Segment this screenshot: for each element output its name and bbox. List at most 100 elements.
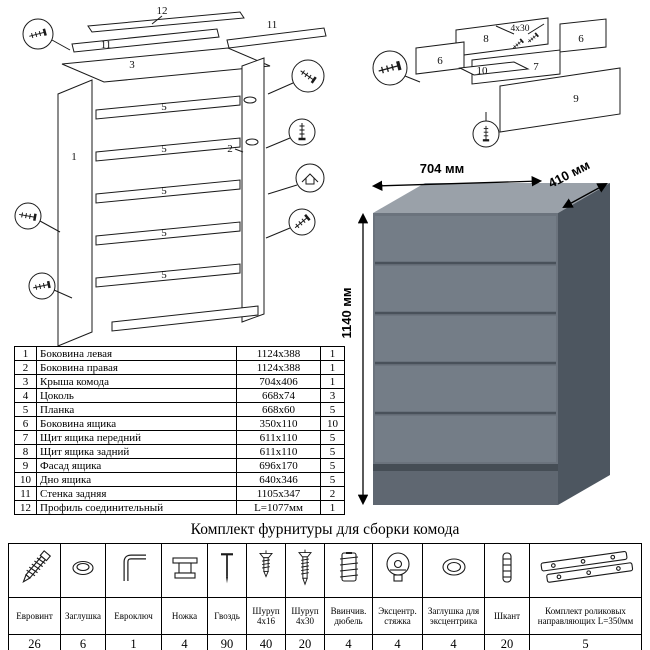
hardware-item-label: Ввинчив. дюбель bbox=[324, 597, 373, 635]
parts-table-row: 8 Щит ящика задний 611x110 5 bbox=[14, 444, 345, 459]
hardware-icon-cell bbox=[8, 543, 61, 598]
drawer-bottom-part bbox=[458, 61, 530, 76]
part-number: 6 bbox=[14, 416, 37, 431]
part-number: 2 bbox=[14, 360, 37, 375]
depth-dimension-arrow bbox=[562, 183, 608, 208]
hardware-icon-cell bbox=[422, 543, 485, 598]
connector-mark bbox=[245, 138, 259, 146]
part-number: 4 bbox=[14, 388, 37, 403]
nail-icon bbox=[221, 553, 233, 584]
main-assembly-diagram: 12 11 11 3 1 2 5 5 5 5 5 bbox=[14, 5, 327, 346]
rail-part bbox=[95, 221, 241, 246]
part-name: Планка bbox=[36, 402, 237, 417]
drawer-front bbox=[375, 316, 556, 362]
dresser-render: 704 мм 410 мм 1140 мм bbox=[339, 158, 610, 506]
parts-table: 1 Боковина левая 1124x388 1 2 Боковина п… bbox=[14, 346, 345, 515]
part-name: Профиль соединительный bbox=[36, 500, 237, 515]
hardware-icons-row bbox=[8, 543, 642, 598]
hardware-item-qty: 1 bbox=[105, 634, 162, 650]
part-qty: 5 bbox=[320, 430, 345, 445]
part-label: 1 bbox=[71, 151, 77, 163]
furniture-leg-icon bbox=[171, 557, 198, 579]
part-qty: 2 bbox=[320, 486, 345, 501]
part-label: 5 bbox=[161, 269, 167, 281]
callout-circle bbox=[295, 163, 325, 193]
parts-table-row: 6 Боковина ящика 350x110 10 bbox=[14, 416, 345, 431]
hardware-table: Евровинт Заглушка Евроключ Ножка Гвоздь … bbox=[8, 543, 642, 650]
part-name: Стенка задняя bbox=[36, 486, 237, 501]
hex-key-icon bbox=[123, 554, 146, 581]
hardware-item-label: Шуруп 4х30 bbox=[285, 597, 325, 635]
hardware-item-label: Евроключ bbox=[105, 597, 162, 635]
plinth-part bbox=[111, 305, 259, 332]
part-qty: 1 bbox=[320, 346, 345, 361]
part-name: Дно ящика bbox=[36, 472, 237, 487]
parts-table-row: 12 Профиль соединительный L=1077мм 1 bbox=[14, 500, 345, 515]
part-size: 1105x347 bbox=[236, 486, 321, 501]
plinth bbox=[373, 471, 558, 505]
hardware-item-label: Евровинт bbox=[8, 597, 61, 635]
hardware-item-label: Заглушка bbox=[60, 597, 106, 635]
part-label: 10 bbox=[477, 65, 489, 77]
drawer-front bbox=[375, 216, 556, 262]
hardware-item-label: Заглушка для эксцентрика bbox=[422, 597, 485, 635]
part-number: 5 bbox=[14, 402, 37, 417]
hardware-icon-cell bbox=[161, 543, 208, 598]
part-name: Крыша комода bbox=[36, 374, 237, 389]
hardware-qty-row: 26 6 1 4 90 40 20 4 4 4 20 5 bbox=[8, 634, 642, 650]
part-size: 696x170 bbox=[236, 458, 321, 473]
hardware-kit-title: Комплект фурнитуры для сборки комода bbox=[190, 521, 460, 538]
hardware-item-qty: 4 bbox=[422, 634, 485, 650]
part-label: 11 bbox=[101, 39, 112, 51]
part-name: Фасад ящика bbox=[36, 458, 237, 473]
hardware-item-label: Эксцентр. стяжка bbox=[372, 597, 423, 635]
part-label: 7 bbox=[533, 61, 539, 73]
parts-table-row: 2 Боковина правая 1124x388 1 bbox=[14, 360, 345, 375]
drawer-facade-part bbox=[499, 67, 621, 133]
part-label: 5 bbox=[161, 101, 167, 113]
part-qty: 5 bbox=[320, 458, 345, 473]
roller-slides-icon bbox=[540, 550, 633, 583]
hardware-item-qty: 26 bbox=[8, 634, 61, 650]
part-size: 704x406 bbox=[236, 374, 321, 389]
parts-table-row: 1 Боковина левая 1124x388 1 bbox=[14, 346, 345, 361]
callout-bracket-icon bbox=[301, 173, 319, 185]
part-label: 12 bbox=[157, 5, 168, 17]
part-size: 350x110 bbox=[236, 416, 321, 431]
hardware-item-qty: 6 bbox=[60, 634, 106, 650]
part-label: 6 bbox=[437, 55, 443, 67]
part-number: 9 bbox=[14, 458, 37, 473]
rail-part bbox=[95, 263, 241, 288]
part-label: 3 bbox=[129, 59, 135, 71]
part-size: 611x110 bbox=[236, 444, 321, 459]
hardware-icon-cell bbox=[484, 543, 530, 598]
part-size: 640x346 bbox=[236, 472, 321, 487]
parts-table-row: 5 Планка 668x60 5 bbox=[14, 402, 345, 417]
hardware-labels-row: Евровинт Заглушка Евроключ Ножка Гвоздь … bbox=[8, 597, 642, 635]
drawer-front bbox=[375, 416, 556, 462]
threaded-dowel-icon bbox=[339, 552, 358, 582]
part-size: 611x110 bbox=[236, 430, 321, 445]
hardware-icon-cell bbox=[105, 543, 162, 598]
part-qty: 3 bbox=[320, 388, 345, 403]
part-label: 8 bbox=[483, 33, 489, 45]
wood-dowel-icon bbox=[502, 552, 512, 583]
hardware-icon-cell bbox=[246, 543, 286, 598]
drawer-front bbox=[375, 366, 556, 412]
part-name: Цоколь bbox=[36, 388, 237, 403]
part-qty: 5 bbox=[320, 444, 345, 459]
width-dimension-arrow bbox=[371, 176, 543, 191]
hardware-item-qty: 40 bbox=[246, 634, 286, 650]
part-number: 10 bbox=[14, 472, 37, 487]
drawer-front bbox=[375, 266, 556, 312]
part-size: L=1077мм bbox=[236, 500, 321, 515]
hardware-item-qty: 5 bbox=[529, 634, 642, 650]
hardware-item-qty: 4 bbox=[161, 634, 208, 650]
hardware-icon-cell bbox=[529, 543, 642, 598]
part-size: 668x60 bbox=[236, 402, 321, 417]
part-number: 8 bbox=[14, 444, 37, 459]
hardware-icon-cell bbox=[207, 543, 247, 598]
part-label: 11 bbox=[267, 19, 278, 31]
drawer-callouts bbox=[372, 23, 545, 148]
hardware-icon-cell bbox=[60, 543, 106, 598]
